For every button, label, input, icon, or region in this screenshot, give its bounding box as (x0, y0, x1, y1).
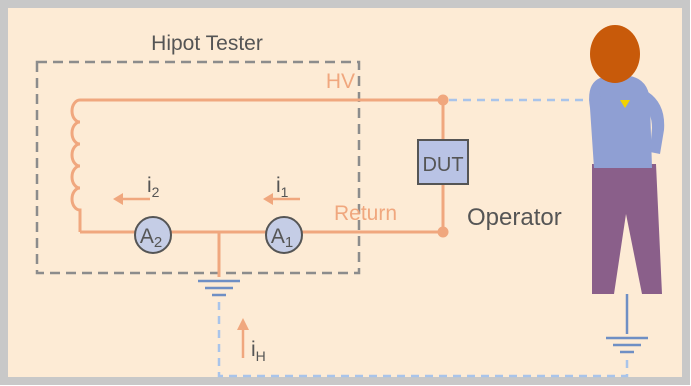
dut-label: DUT (422, 154, 463, 176)
ammeter-a1 (265, 216, 303, 254)
return-label: Return (334, 202, 397, 225)
dut-box (417, 139, 469, 185)
hv-node (437, 94, 449, 106)
tester-ground-icon (198, 279, 240, 297)
ammeter-a2-label: A2 (140, 225, 162, 251)
i1-label: i1 (276, 174, 289, 200)
operator-pants (592, 164, 662, 294)
operator-figure (589, 25, 665, 294)
stray-current-path (217, 302, 629, 378)
ammeter-a1-label: A1 (271, 225, 293, 251)
operator-badge-icon (620, 100, 630, 108)
i1-arrow-head (263, 193, 273, 205)
transformer-coil (70, 98, 82, 232)
ih-label: iH (251, 338, 266, 364)
i2-label: i2 (147, 174, 160, 200)
tester-enclosure (35, 60, 361, 275)
operator-label: Operator (467, 204, 562, 231)
operator-head (590, 25, 640, 83)
ammeter-a2 (134, 216, 172, 254)
operator-arm-left (591, 86, 618, 140)
ih-arrow-head (237, 318, 249, 330)
tester-title: Hipot Tester (151, 32, 263, 55)
operator-shirt (589, 76, 652, 168)
operator-arm-right (642, 92, 665, 154)
hv-label: HV (326, 70, 355, 93)
operator-ground-icon (606, 336, 648, 354)
i2-arrow-head (113, 193, 123, 205)
return-node (437, 226, 449, 238)
